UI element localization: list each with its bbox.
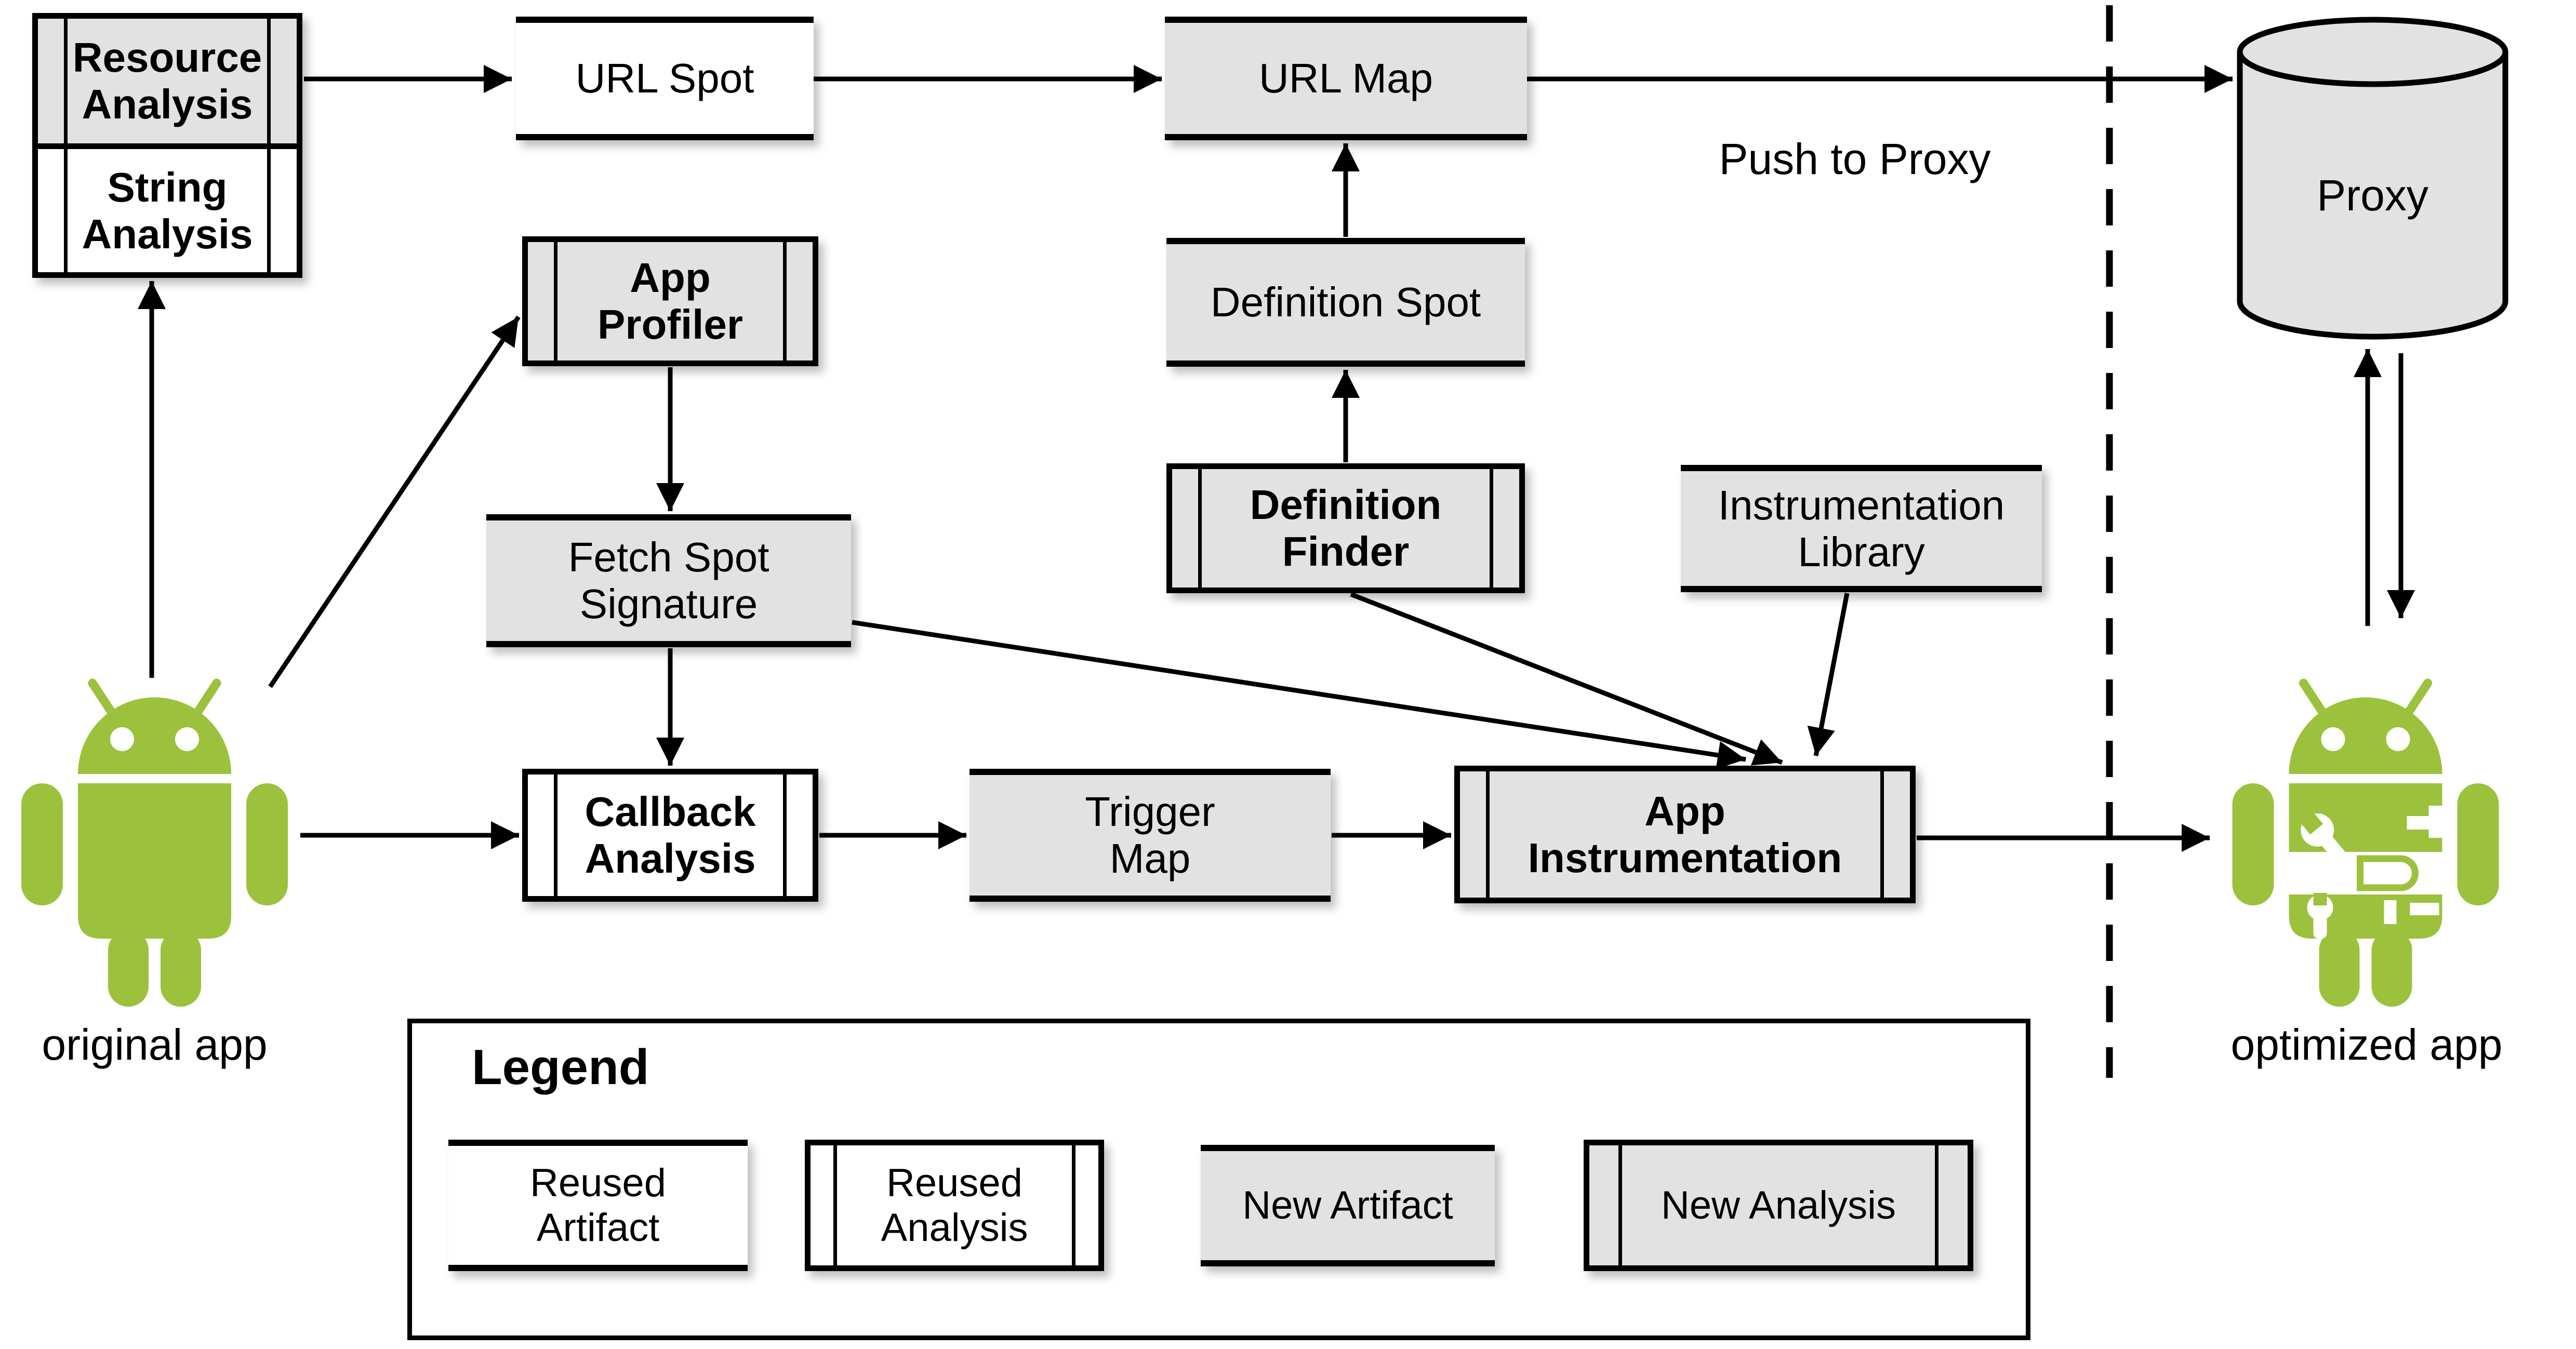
node-url-map: URL Map <box>1165 17 1527 140</box>
node-trigger-map: Trigger Map <box>970 769 1331 902</box>
legend-item-new-artifact-label: New Artifact <box>1242 1183 1453 1228</box>
node-definition-finder-label: Definition Finder <box>1250 482 1442 575</box>
node-callback-analysis-label: Callback Analysis <box>585 789 756 881</box>
node-string-analysis-label: String Analysis <box>82 164 253 257</box>
node-proxy-label: Proxy <box>2317 171 2428 220</box>
analysis-bar-right-icon <box>267 149 271 272</box>
analysis-bar-left-icon <box>833 1145 837 1265</box>
legend-item-reused-artifact-label: Reused Artifact <box>530 1161 666 1250</box>
node-string-analysis: String Analysis <box>32 149 302 278</box>
analysis-bar-right-icon <box>783 774 787 896</box>
analysis-bar-left-icon <box>554 774 557 896</box>
analysis-bar-right-icon <box>267 19 271 143</box>
node-definition-spot: Definition Spot <box>1166 238 1525 367</box>
analysis-bar-left-icon <box>1198 469 1202 587</box>
analysis-bar-right-icon <box>1072 1145 1075 1265</box>
node-url-spot: URL Spot <box>516 17 814 140</box>
node-app-instrumentation-label: App Instrumentation <box>1528 787 1842 881</box>
arrow-original-app-to-app-profiler <box>268 315 521 688</box>
legend-item-reused-analysis-label: Reused Analysis <box>881 1161 1028 1250</box>
analysis-bar-right-icon <box>1880 771 1884 898</box>
node-instrumentation-library-label: Instrumentation Library <box>1718 482 2005 575</box>
node-instrumentation-library: Instrumentation Library <box>1681 465 2042 592</box>
analysis-bar-right-icon <box>1935 1145 1938 1265</box>
node-resource-analysis: Resource Analysis <box>32 13 302 149</box>
node-trigger-map-label: Trigger Map <box>1085 789 1215 881</box>
legend-item-new-analysis: New Analysis <box>1584 1140 1973 1271</box>
node-callback-analysis: Callback Analysis <box>522 769 818 902</box>
node-resource-analysis-label: Resource Analysis <box>72 34 262 127</box>
analysis-bar-right-icon <box>1490 469 1493 587</box>
analysis-bar-left-icon <box>1486 771 1490 898</box>
tools-cutout-icon <box>2289 806 2444 939</box>
database-cylinder-icon <box>2237 17 2508 340</box>
node-definition-spot-label: Definition Spot <box>1210 279 1481 326</box>
node-app-profiler: App Profiler <box>522 236 818 366</box>
legend-item-new-artifact: New Artifact <box>1201 1145 1495 1266</box>
analysis-bar-left-icon <box>64 19 68 143</box>
android-robot-original-icon <box>21 678 288 1007</box>
legend-item-new-analysis-label: New Analysis <box>1661 1183 1896 1227</box>
analysis-bar-left-icon <box>554 242 557 360</box>
original-app-label: original app <box>42 1020 268 1069</box>
node-url-spot-label: URL Spot <box>575 55 754 102</box>
node-fetch-spot-signature-label: Fetch Spot Signature <box>568 534 769 627</box>
node-proxy: Proxy <box>2236 15 2509 350</box>
arrow-fetch-spot-signature-to-app-instrumentation <box>852 620 1746 769</box>
push-to-proxy-edge-label: Push to Proxy <box>1719 135 1991 183</box>
analysis-bar-left-icon <box>64 149 68 272</box>
arrow-instrumentation-library-to-app-instrumentation <box>1807 593 1850 756</box>
legend-item-reused-artifact: Reused Artifact <box>448 1140 748 1271</box>
node-url-map-label: URL Map <box>1259 55 1433 102</box>
node-app-instrumentation: App Instrumentation <box>1454 766 1916 903</box>
optimized-app-label: optimized app <box>2230 1020 2503 1069</box>
legend-item-reused-analysis: Reused Analysis <box>805 1140 1104 1271</box>
android-robot-optimized-icon <box>2232 678 2499 1007</box>
node-fetch-spot-signature: Fetch Spot Signature <box>486 514 851 647</box>
node-definition-finder: Definition Finder <box>1166 463 1525 593</box>
analysis-bar-left-icon <box>1618 1145 1622 1265</box>
analysis-bar-right-icon <box>783 242 787 360</box>
node-app-profiler-label: App Profiler <box>597 255 743 348</box>
arrow-definition-finder-to-app-instrumentation <box>1350 592 1783 766</box>
legend-title: Legend <box>472 1039 649 1095</box>
